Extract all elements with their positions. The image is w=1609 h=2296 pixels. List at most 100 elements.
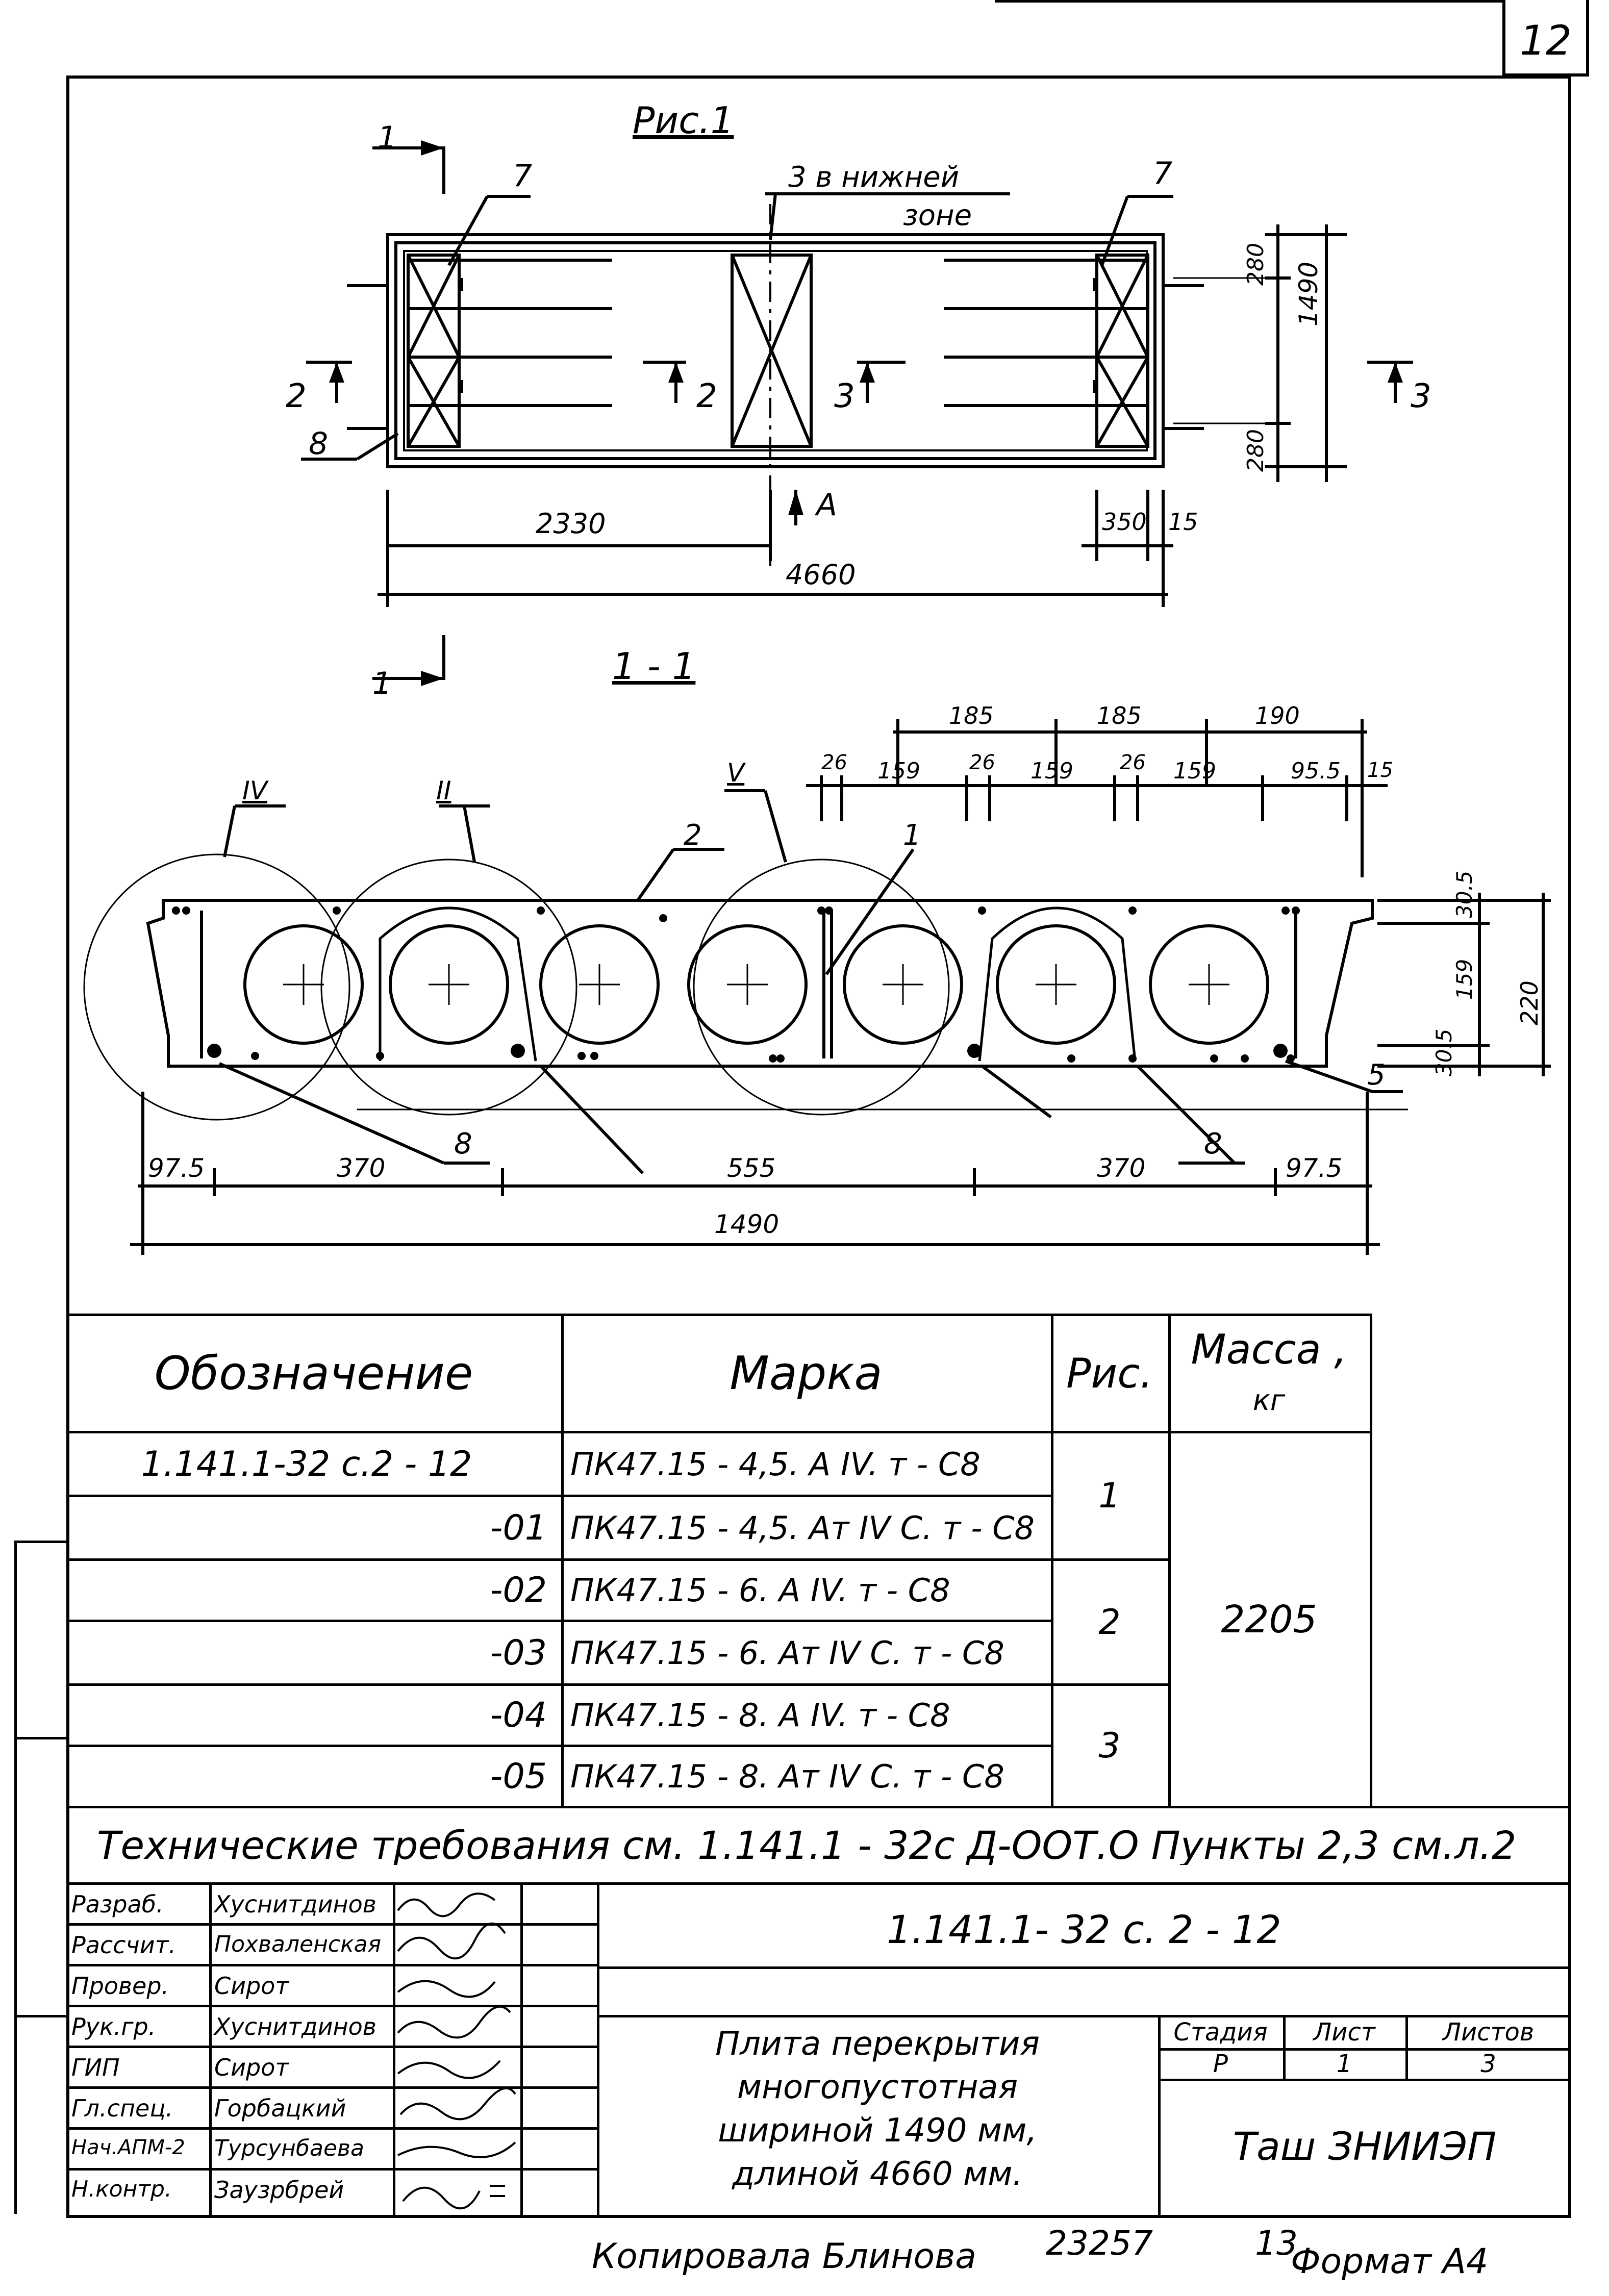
page-number: 12 xyxy=(1520,17,1572,64)
tb-stage-line-1 xyxy=(1158,2048,1571,2051)
bottom-dim-3: 555 xyxy=(727,1153,776,1183)
signer-role-8: Н.контр. xyxy=(71,2176,172,2202)
bottom-dim-2: 370 xyxy=(337,1153,386,1183)
header-mark: Марка xyxy=(730,1347,883,1400)
product-name-line2: многопустотная xyxy=(737,2068,1018,2106)
header-figure: Рис. xyxy=(1066,1350,1153,1397)
product-name-line4: длиной 4660 мм. xyxy=(732,2155,1023,2193)
signer-role-4: Рук.гр. xyxy=(71,2013,156,2040)
signer-name-6: Горбацкий xyxy=(214,2095,346,2122)
section-slab-outline xyxy=(146,899,1374,1068)
section-callout-iv: IV xyxy=(242,776,267,805)
mass-value: 2205 xyxy=(1221,1598,1317,1642)
page-number-box xyxy=(1502,0,1589,77)
stage-label: Стадия xyxy=(1173,2018,1268,2047)
bottom-dim-4: 370 xyxy=(1097,1153,1146,1183)
callout-7: 7 xyxy=(1153,156,1173,191)
plan-mesh-middle xyxy=(731,254,813,448)
sheet-label: Лист xyxy=(1313,2018,1375,2047)
sub-dim-2: 159 xyxy=(877,758,920,784)
top-border-line xyxy=(995,0,1505,3)
callout-1-bottom: 1 xyxy=(372,666,392,701)
table-row-line-3 xyxy=(66,1620,1051,1622)
sub-dim-1: 26 xyxy=(821,751,847,774)
header-mass-line1: Масса , xyxy=(1191,1325,1347,1373)
drawing-frame xyxy=(66,75,1571,2218)
sub-dim-4: 159 xyxy=(1030,758,1073,784)
callout-1-top: 1 xyxy=(378,120,397,156)
dim-width: 1490 xyxy=(1294,261,1323,326)
dim-end-b: 15 xyxy=(1168,508,1198,536)
signer-name-4: Хуснитдинов xyxy=(214,2013,376,2040)
callout-3-left: 3 xyxy=(834,377,855,415)
total-width-dim: 1490 xyxy=(714,1209,780,1239)
tb-row-line-2 xyxy=(66,1964,597,1966)
figure-title: Рис.1 xyxy=(633,99,734,142)
row-4-mark: ПК47.15 - 6. Ат IV С. т - С8 xyxy=(570,1634,1004,1672)
dim-half-length: 2330 xyxy=(536,508,606,540)
dim-edge-top: 280 xyxy=(1243,243,1269,286)
tb-row-line-1 xyxy=(66,1923,597,1926)
plan-mesh-right xyxy=(1095,254,1149,448)
row-1-designation: 1.141.1-32 с.2 - 12 xyxy=(141,1444,472,1484)
section-callout-5: 5 xyxy=(1367,1058,1386,1092)
signer-role-2: Рассчит. xyxy=(71,1931,177,1959)
product-name-line3: шириной 1490 мм, xyxy=(718,2112,1037,2150)
section-callout-ii: II xyxy=(436,776,451,805)
section-callout-2: 2 xyxy=(684,819,702,852)
dim-end-a: 350 xyxy=(1102,508,1147,536)
top-dim-3: 190 xyxy=(1255,702,1300,729)
tb-col-line-3 xyxy=(520,1882,523,2216)
table-bottom-line xyxy=(66,1806,1571,1808)
signer-role-1: Разраб. xyxy=(71,1890,164,1918)
tb-row-line-7 xyxy=(66,2168,597,2171)
signer-name-1: Хуснитдинов xyxy=(214,1890,376,1918)
sheets-label: Листов xyxy=(1442,2018,1535,2047)
row-5-mark: ПК47.15 - 8. А IV. т - С8 xyxy=(570,1697,950,1734)
binding-strip-tick-1 xyxy=(14,1541,68,1543)
tb-col-line-4 xyxy=(597,1882,599,2216)
row-3-designation: -02 xyxy=(490,1570,547,1610)
table-col-line-3 xyxy=(1168,1314,1171,1806)
section-callout-8-right: 8 xyxy=(1204,1127,1222,1160)
note-bottom-zone-line1: 3 в нижней xyxy=(788,161,960,194)
table-row-line-5 xyxy=(66,1745,1051,1747)
signer-name-2: Похваленская xyxy=(214,1931,382,1957)
tb-code-line xyxy=(597,1966,1571,1969)
detail-circle-ii xyxy=(320,859,577,1116)
section-callout-v: V xyxy=(727,758,745,788)
row-6-mark: ПК47.15 - 8. Ат IV С. т - С8 xyxy=(570,1758,1004,1795)
section-callout-8-left: 8 xyxy=(454,1127,472,1160)
row-4-designation: -03 xyxy=(490,1632,547,1673)
signatures xyxy=(397,1893,516,2210)
header-designation: Обозначение xyxy=(154,1347,473,1400)
dim-edge-bottom: 280 xyxy=(1243,429,1269,472)
detail-circle-iv xyxy=(83,853,350,1121)
table-row-line-4 xyxy=(66,1683,1168,1686)
plan-rebar-frame xyxy=(403,250,1148,451)
callout-4: 7 xyxy=(513,158,533,194)
right-dim-4: 30.5 xyxy=(1431,1028,1456,1076)
tb-stage-col-3 xyxy=(1405,2015,1408,2079)
signer-name-7: Турсунбаева xyxy=(214,2135,364,2161)
tb-row-line-4 xyxy=(66,2046,597,2048)
callout-2-left: 2 xyxy=(286,377,307,415)
format-label: Формат А4 xyxy=(1291,2241,1489,2282)
plan-slab-inner xyxy=(394,241,1157,460)
document-code: 1.141.1- 32 с. 2 - 12 xyxy=(887,1907,1281,1952)
tb-row-line-6 xyxy=(66,2127,597,2130)
figure-1: 1 xyxy=(1098,1476,1121,1516)
row-3-mark: ПК47.15 - 6. А IV. т - С8 xyxy=(570,1572,950,1609)
signer-name-8: Заузрбрей xyxy=(214,2176,344,2204)
archive-number-2: 13 xyxy=(1255,2224,1298,2263)
right-dim-2: 159 xyxy=(1452,958,1477,1000)
binding-strip-tick-2 xyxy=(14,1737,68,1739)
copied-by: Копировала Блинова xyxy=(592,2236,976,2277)
signer-role-7: Нач.АПМ-2 xyxy=(71,2136,185,2159)
callout-3-right: 3 xyxy=(1411,377,1431,415)
tb-stage-line-2 xyxy=(1158,2079,1571,2081)
sub-dim-5: 26 xyxy=(1120,751,1146,774)
drawings-svg xyxy=(83,140,1551,1255)
callout-2-right: 2 xyxy=(696,377,717,415)
sub-dim-3: 26 xyxy=(969,751,995,774)
